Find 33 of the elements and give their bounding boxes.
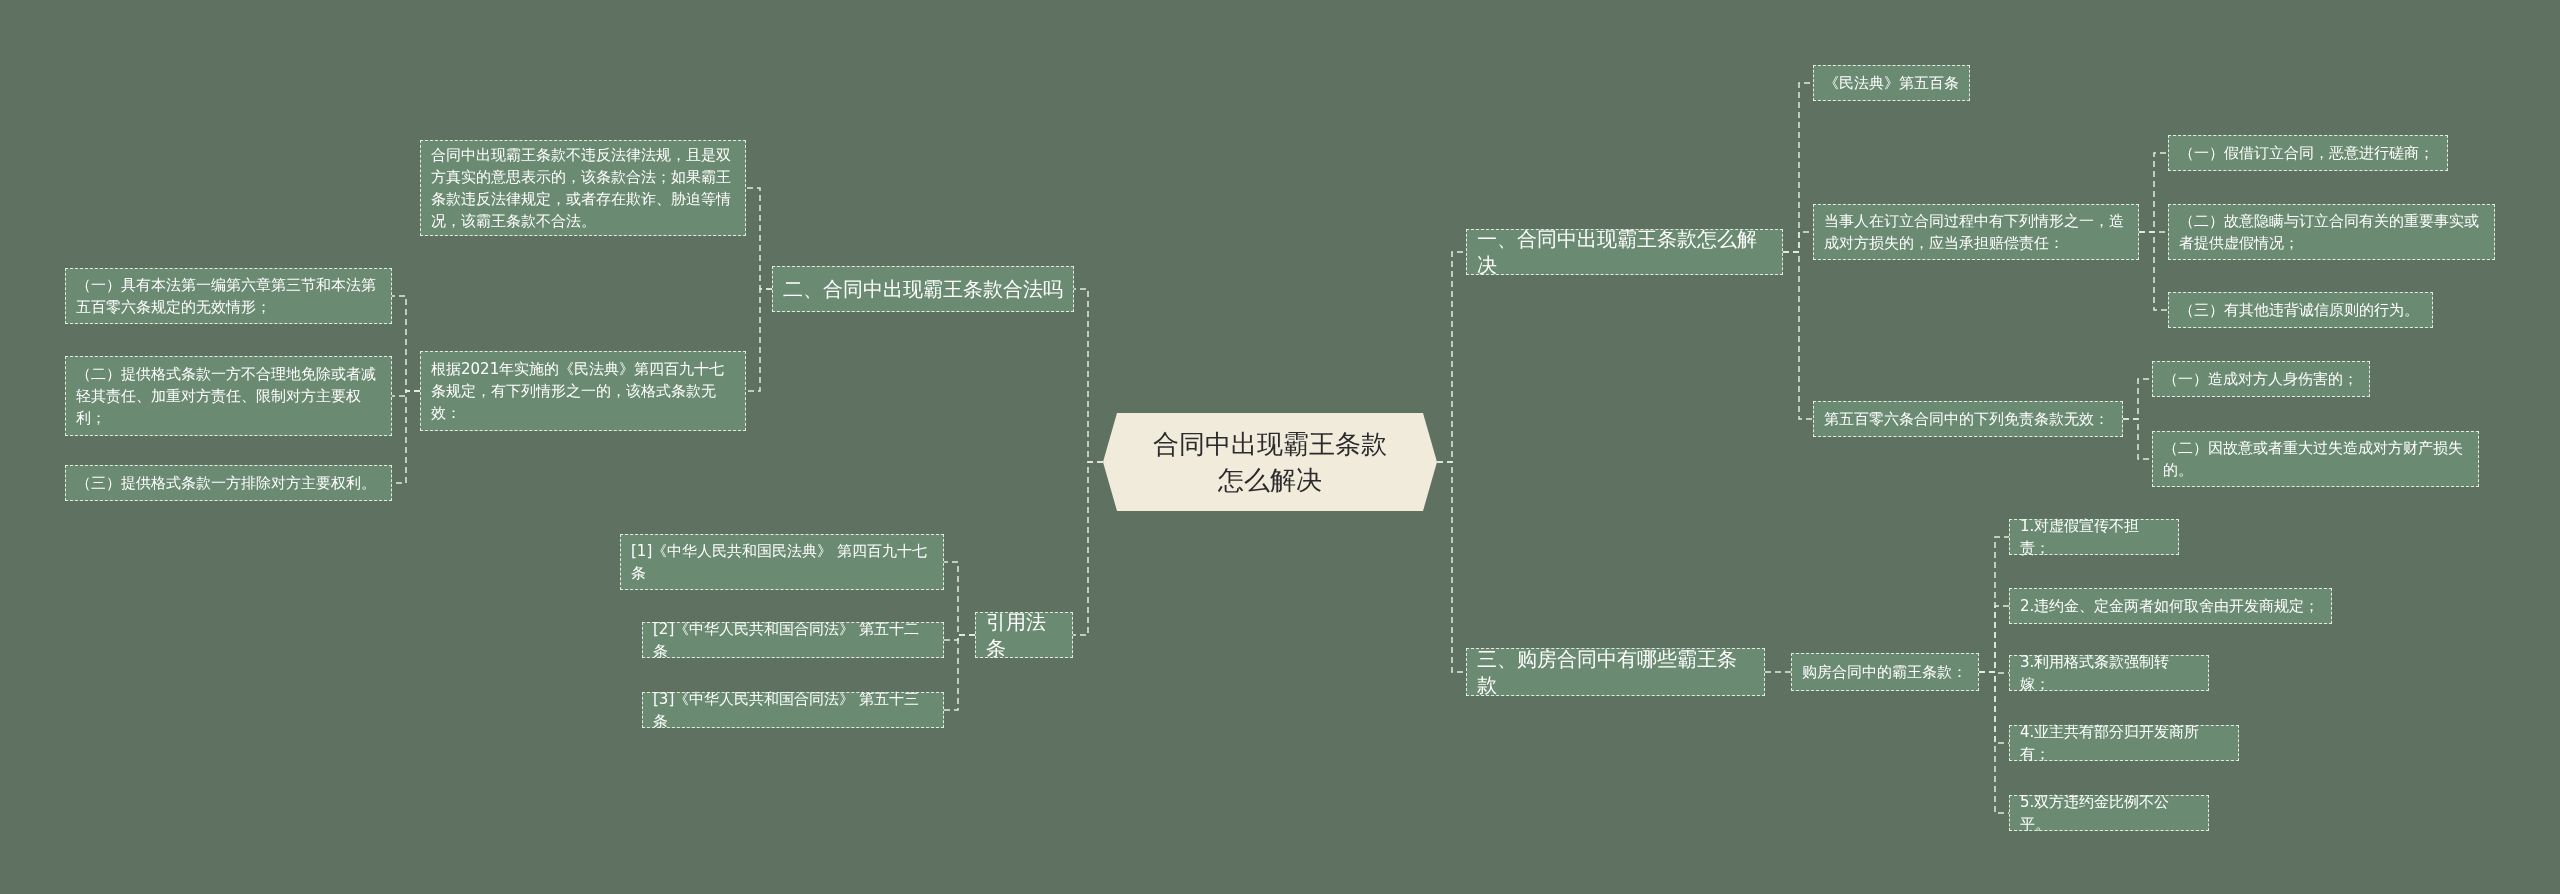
topic-box: 三、购房合同中有哪些霸王条款	[1466, 648, 1765, 696]
subtopic-box: 3.利用格式条款强制转嫁；	[2009, 655, 2209, 691]
connector-line	[1764, 671, 1792, 673]
subtopic-box: 5.双方违约金比例不公平。	[2009, 795, 2209, 831]
subtopic-box: （一）造成对方人身伤害的；	[2152, 361, 2370, 397]
subtopic-box: （二）因故意或者重大过失造成对方财产损失的。	[2152, 431, 2479, 487]
subtopic-box: [1]《中华人民共和国民法典》 第四百九十七条	[620, 534, 944, 590]
subtopic-box: （二）提供格式条款一方不合理地免除或者减轻其责任、加重对方责任、限制对方主要权利；	[65, 356, 392, 436]
subtopic-box: （一）假借订立合同，恶意进行磋商；	[2168, 135, 2448, 171]
connector-line	[1072, 461, 1104, 636]
subtopic-box: [2]《中华人民共和国合同法》 第五十二条	[642, 622, 944, 658]
subtopic-box: （三）提供格式条款一方排除对方主要权利。	[65, 465, 392, 501]
subtopic-box: 2.违约金、定金两者如何取舍由开发商规定；	[2009, 588, 2332, 624]
subtopic-box: （二）故意隐瞒与订立合同有关的重要事实或者提供虚假情况；	[2168, 204, 2495, 260]
subtopic-box: （一）具有本法第一编第六章第三节和本法第五百零六条规定的无效情形；	[65, 268, 392, 324]
subtopic-box: 购房合同中的霸王条款：	[1791, 653, 1979, 691]
topic-box: 引用法条	[975, 612, 1073, 658]
topic-box: 二、合同中出现霸王条款合法吗	[772, 266, 1074, 312]
connector-line	[2138, 231, 2169, 311]
subtopic-box: 当事人在订立合同过程中有下列情形之一，造成对方损失的，应当承担赔偿责任：	[1813, 204, 2139, 260]
subtopic-box: [3]《中华人民共和国合同法》 第五十三条	[642, 692, 944, 728]
connector-line	[943, 634, 976, 711]
subtopic-box: 根据2021年实施的《民法典》第四百九十七条规定，有下列情形之一的，该格式条款无效：	[420, 351, 746, 431]
central-topic-box: 合同中出现霸王条款怎么解决	[1103, 413, 1437, 511]
subtopic-box: （三）有其他违背诚信原则的行为。	[2168, 292, 2433, 328]
connector-line	[745, 288, 773, 392]
subtopic-box: 《民法典》第五百条	[1813, 65, 1970, 101]
subtopic-box: 第五百零六条合同中的下列免责条款无效：	[1813, 401, 2123, 437]
subtopic-box: 1.对虚假宣传不担责；	[2009, 519, 2179, 555]
subtopic-box: 4.业主共有部分归开发商所有；	[2009, 725, 2239, 761]
topic-box: 一、合同中出现霸王条款怎么解决	[1466, 229, 1783, 275]
subtopic-box: 合同中出现霸王条款不违反法律法规，且是双方真实的意思表示的，该条款合法；如果霸王条款违反法律规定，或者存在欺诈、胁迫等情况，该霸王条款不合法。	[420, 140, 746, 236]
connector-line	[1782, 251, 1814, 420]
